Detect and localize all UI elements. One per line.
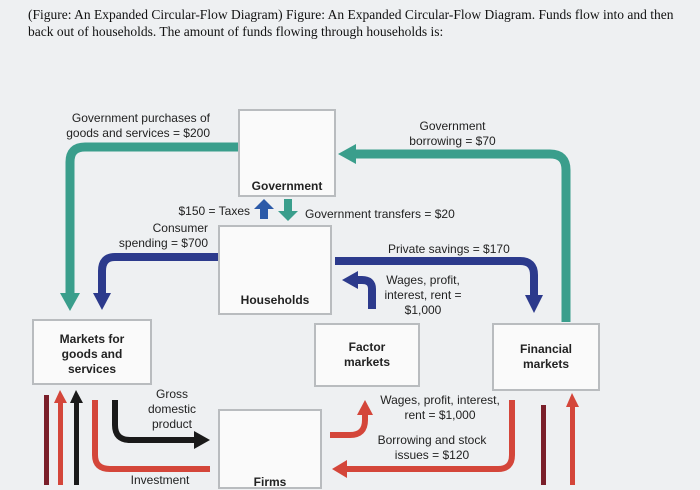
government-box: [238, 109, 336, 197]
left-flow-red: [58, 401, 63, 485]
right-flow-maroon: [541, 405, 546, 485]
consumer-spending-arrowhead: [93, 293, 111, 310]
households-box: [218, 225, 332, 315]
borrowing-stock-label: Borrowing and stock issues = $120: [377, 433, 487, 462]
markets-goods-box: [32, 319, 152, 385]
gdp-label: Gross domestic product: [147, 387, 197, 431]
private-savings-arrowhead: [525, 295, 543, 313]
taxes-arrow: [254, 199, 274, 219]
consumer-spending-label: Consumer spending = $700: [118, 221, 208, 250]
investment-arrow: [92, 400, 210, 472]
financial-markets-label: Financial markets: [519, 342, 572, 371]
factor-markets-box: [314, 323, 420, 387]
gov-borrowing-label: Government borrowing = $70: [409, 119, 496, 148]
left-flow-black-head: [70, 390, 83, 403]
wages-hh-label: Wages, profit, interest, rent = $1,000: [384, 273, 462, 317]
households-label: Households: [240, 293, 310, 307]
flow-arrows: [44, 126, 579, 485]
transfers-label: Government transfers = $20: [305, 207, 455, 221]
borrowing-stock-arrow: [345, 400, 515, 472]
consumer-spending-arrow: [98, 253, 218, 295]
government-label: Government: [251, 179, 323, 193]
right-flow-red-head: [566, 393, 579, 407]
borrowing-stock-arrowhead: [332, 460, 347, 478]
wages-firms-arrowhead: [357, 400, 373, 415]
private-savings-label: Private savings = $170: [388, 242, 510, 256]
right-flow-red: [570, 403, 575, 485]
transfers-arrow: [278, 199, 298, 221]
wages-firms-label: Wages, profit, interest, rent = $1,000: [380, 393, 500, 422]
wages-hh-arrow: [356, 276, 376, 309]
financial-markets-box: [492, 323, 600, 391]
gov-borrowing-arrow: [352, 149, 571, 322]
markets-goods-label: Markets for goods and services: [59, 332, 125, 376]
taxes-label: $150 = Taxes: [178, 204, 250, 218]
left-flow-red-head: [54, 390, 67, 403]
gov-purchases-arrow: [65, 142, 238, 295]
gov-purchases-label: Government purchases of goods and servic…: [66, 111, 210, 140]
gdp-arrow: [112, 400, 196, 443]
question-text: (Figure: An Expanded Circular-Flow Diagr…: [28, 7, 674, 39]
private-savings-arrow: [335, 257, 538, 297]
gov-borrowing-arrowhead: [338, 144, 356, 164]
circular-flow-diagram: Government Households Markets for goods …: [0, 95, 700, 489]
gdp-arrowhead: [194, 431, 210, 449]
factor-markets-label: Factor markets: [343, 340, 391, 369]
wages-firms-arrow: [330, 413, 368, 438]
left-flow-maroon: [44, 395, 49, 485]
left-flow-black: [74, 401, 79, 485]
investment-label: Investment: [130, 473, 190, 487]
gov-purchases-arrowhead: [60, 293, 80, 311]
firms-label: Firms: [253, 475, 287, 489]
wages-hh-arrowhead: [342, 271, 358, 289]
